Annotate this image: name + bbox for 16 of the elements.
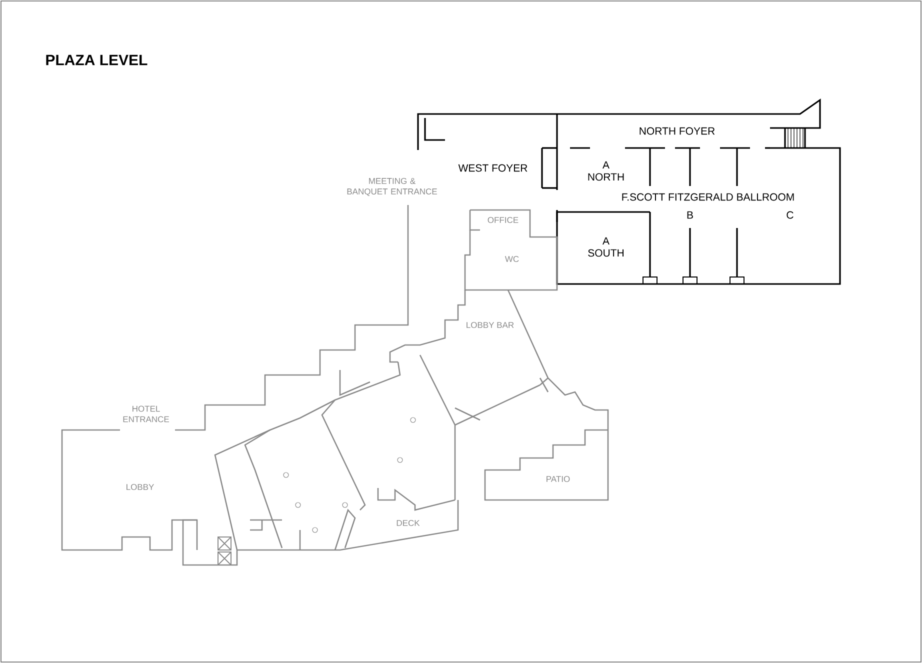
room-label: A NORTH (588, 161, 624, 181)
room-label: C (786, 211, 794, 219)
room-label: B (687, 211, 693, 219)
room-label: WC (504, 256, 519, 262)
room-label: LOBBY (126, 484, 154, 490)
room-label: DECK (396, 520, 420, 526)
title: PLAZA LEVEL (46, 54, 148, 66)
room-label: LOBBY BAR (466, 322, 514, 328)
room-label: F.SCOTT FITZGERALD BALLROOM (622, 193, 794, 201)
room-label: A SOUTH (588, 237, 624, 257)
room-label: OFFICE (488, 217, 518, 223)
room-label: HOTEL ENTRANCE (123, 406, 169, 422)
room-label: WEST FOYER (458, 164, 528, 172)
room-label: NORTH FOYER (640, 127, 715, 135)
room-label: MEETING & BANQUET ENTRANCE (347, 178, 437, 196)
room-label: PATIO (546, 476, 570, 482)
